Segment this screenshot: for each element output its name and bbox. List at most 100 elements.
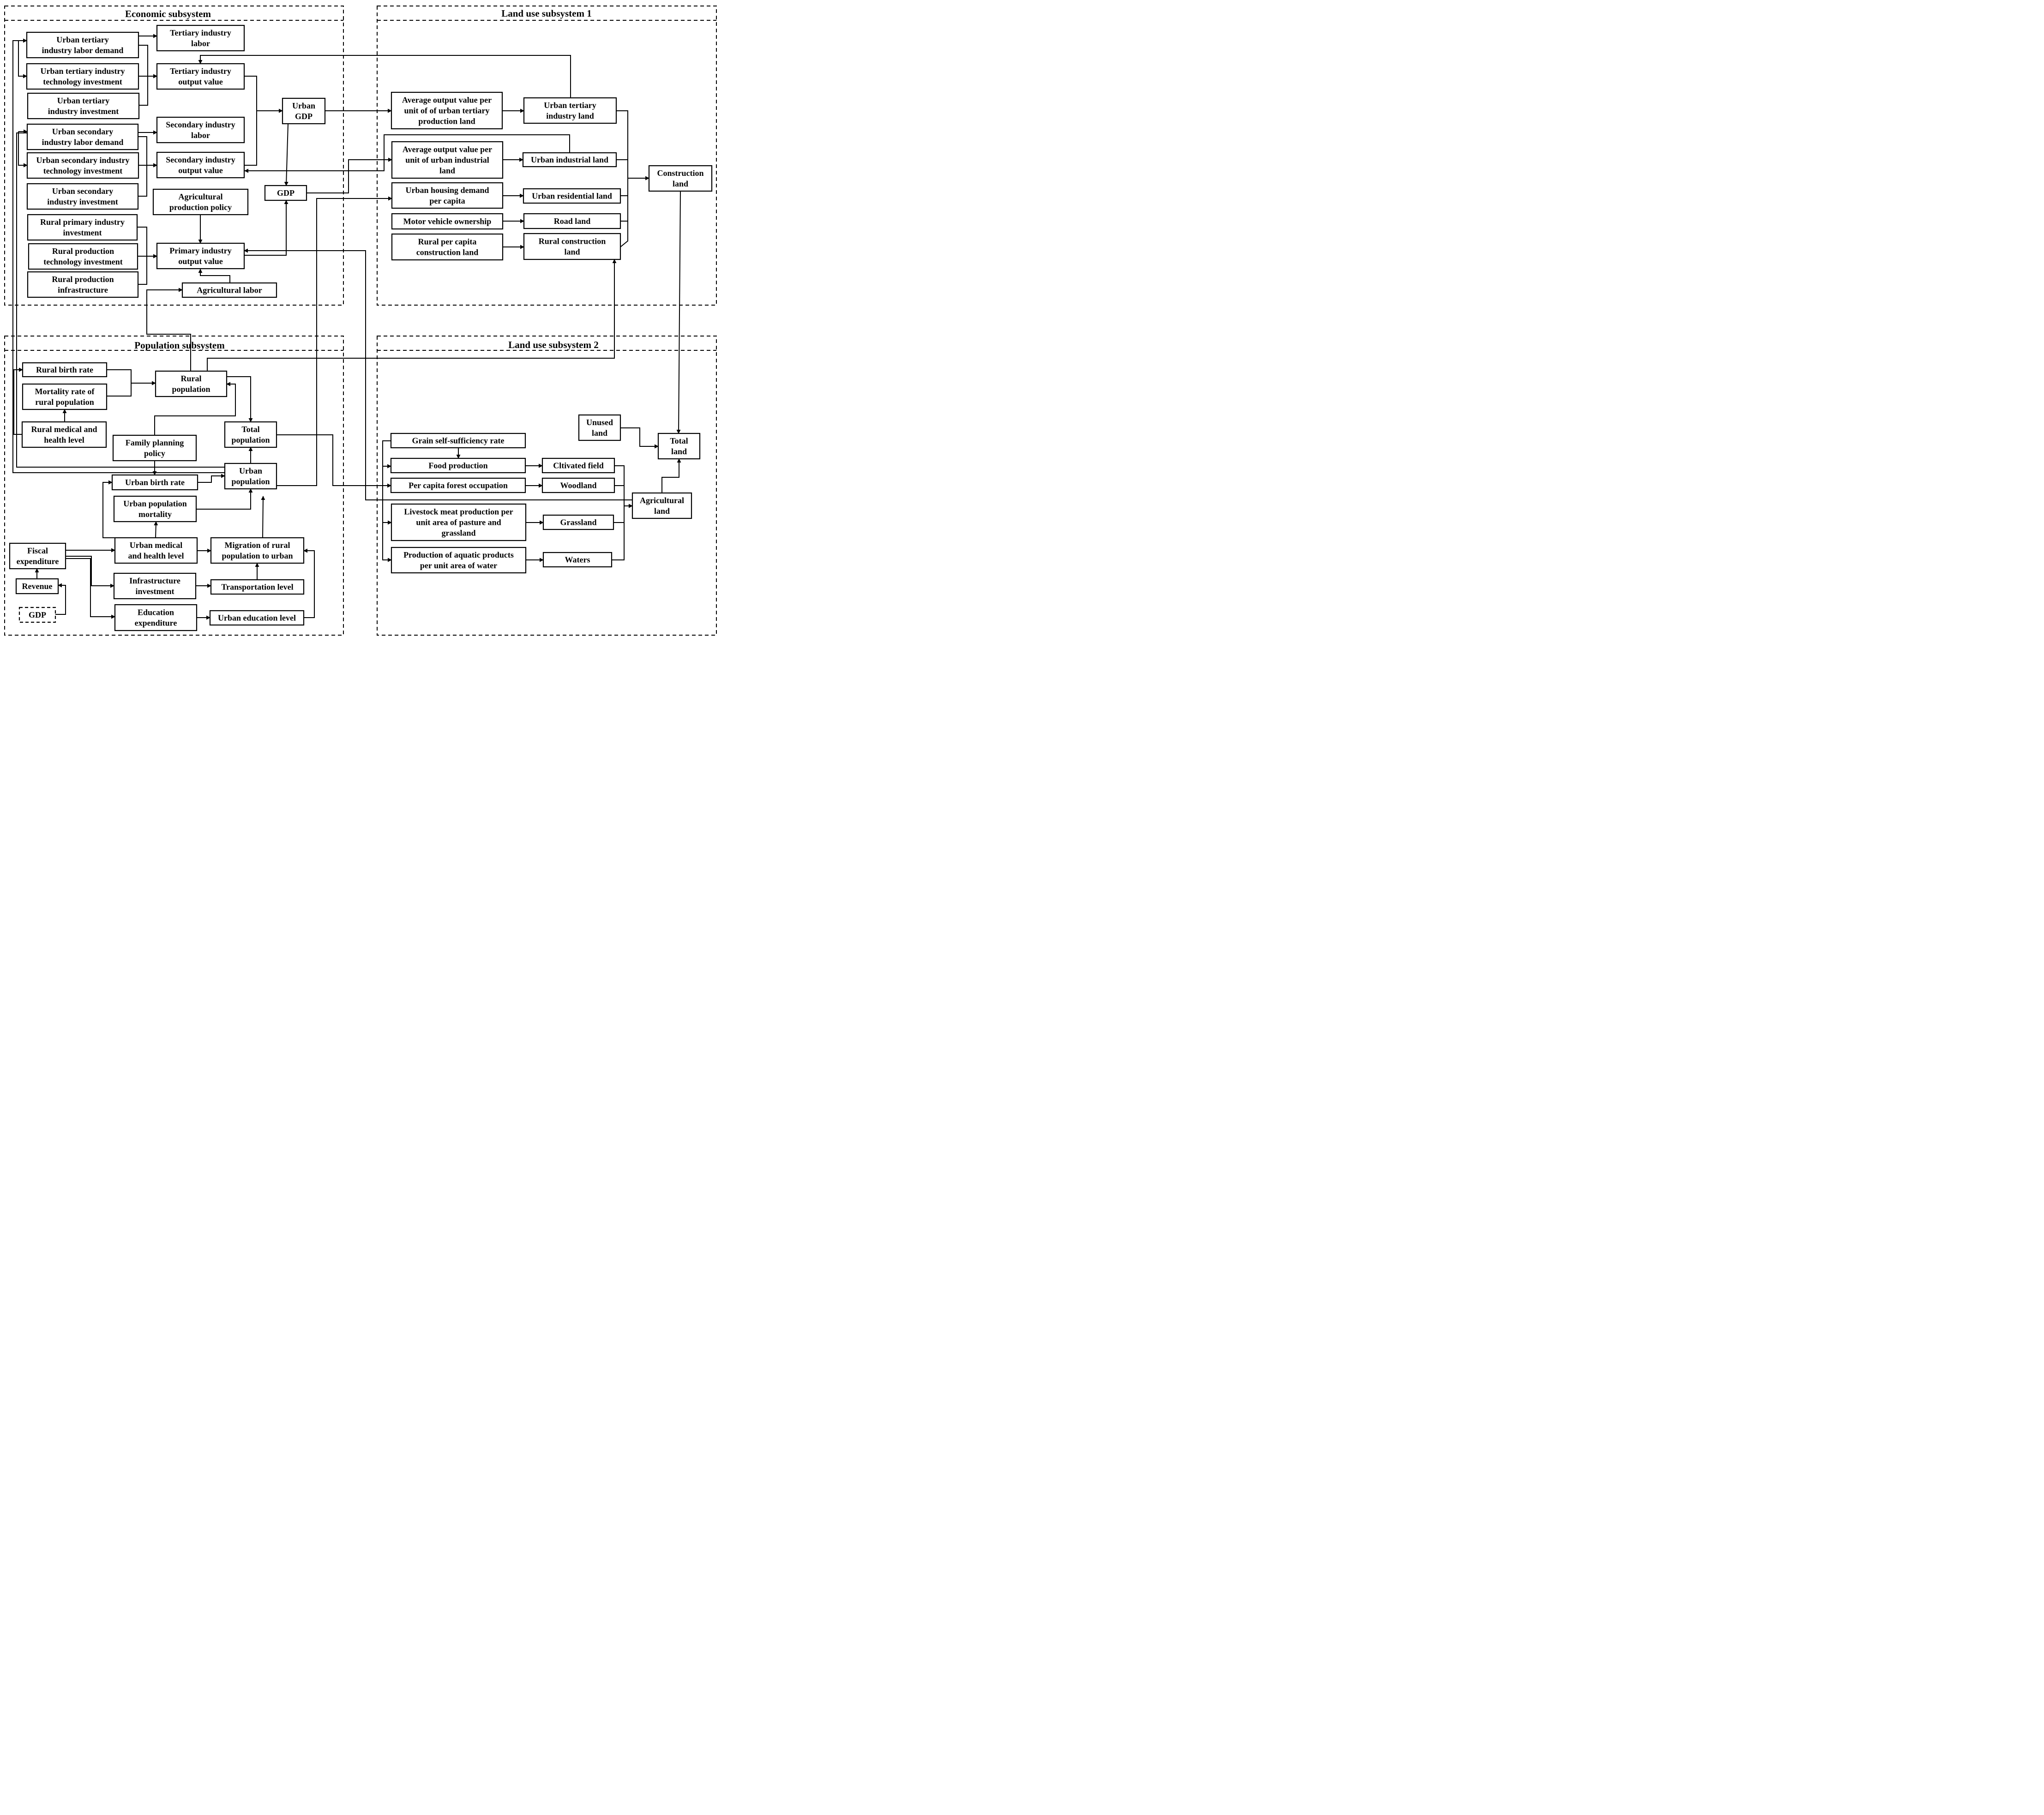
node-label: Urban tertiary bbox=[57, 96, 109, 105]
node-label: population to urban bbox=[222, 551, 293, 560]
land-use-subsystem-1-title: Land use subsystem 1 bbox=[501, 8, 591, 19]
connector-arrow bbox=[277, 434, 391, 488]
connectors bbox=[12, 34, 681, 620]
node-agri-policy: Agricultural production policy bbox=[152, 188, 249, 216]
node-waters: Waters bbox=[542, 552, 613, 568]
node-label: Rural construction bbox=[539, 237, 606, 246]
node-forest: Per capita forest occupation bbox=[390, 477, 526, 493]
node-label: Migration of rural bbox=[225, 541, 290, 550]
node-transport: Transportation level bbox=[210, 579, 305, 595]
connector-arrow bbox=[244, 111, 257, 166]
connector-arrow bbox=[138, 227, 147, 285]
node-label: Grain self-sufficiency rate bbox=[412, 436, 505, 445]
node-res-land: Urban residential land bbox=[523, 188, 621, 204]
node-label: land bbox=[439, 166, 455, 175]
connector-arrow bbox=[277, 196, 392, 486]
node-label: rural population bbox=[35, 397, 94, 407]
node-road-land: Road land bbox=[523, 213, 621, 229]
economic-subsystem-panel: Economic subsystem bbox=[4, 6, 344, 306]
node-label: technology investment bbox=[43, 166, 122, 175]
connector-arrow bbox=[198, 55, 571, 98]
node-label: output value bbox=[178, 166, 223, 175]
node-label: unit of of urban tertiary bbox=[404, 106, 490, 115]
node-label: Construction bbox=[657, 168, 703, 178]
node-label: Infrastructure bbox=[129, 576, 180, 585]
node-edu-exp: Education expenditure bbox=[114, 604, 198, 631]
node-label: Urban education level bbox=[218, 613, 296, 623]
node-label: population bbox=[231, 435, 270, 445]
node-label: grassland bbox=[441, 529, 475, 538]
node-rural-birth: Rural birth rate bbox=[22, 362, 108, 378]
node-label: Urban tertiary bbox=[544, 101, 596, 110]
node-label: population bbox=[172, 385, 210, 394]
node-label: Primary industry bbox=[169, 246, 232, 255]
connector-arrow bbox=[244, 200, 289, 256]
node-label: production policy bbox=[169, 203, 232, 212]
node-urban-birth: Urban birth rate bbox=[111, 474, 198, 491]
node-label: Waters bbox=[565, 555, 590, 565]
connector-arrow bbox=[616, 110, 628, 247]
population-subsystem-title: Population subsystem bbox=[134, 340, 225, 351]
connector-arrow bbox=[16, 132, 225, 468]
node-label: Rural bbox=[181, 374, 202, 383]
node-label: Urban secondary bbox=[52, 186, 114, 196]
node-label: Total bbox=[670, 436, 688, 445]
connector-arrow bbox=[107, 369, 156, 385]
connector-arrow bbox=[207, 259, 617, 371]
node-label: GDP bbox=[295, 112, 313, 121]
node-label: Agricultural labor bbox=[197, 286, 262, 295]
node-label: Transportation level bbox=[221, 583, 293, 592]
node-grain: Grain self-sufficiency rate bbox=[390, 433, 526, 449]
node-label: Road land bbox=[554, 216, 591, 226]
connector-arrow bbox=[138, 137, 147, 197]
node-label: Urban birth rate bbox=[125, 478, 185, 487]
connector-arrow bbox=[138, 136, 157, 168]
node-label: Production of aquatic products bbox=[403, 550, 514, 559]
connector-arrow bbox=[244, 76, 283, 113]
node-label: Secondary industry bbox=[166, 155, 235, 164]
connector-arrow bbox=[138, 45, 148, 106]
node-label: per unit area of water bbox=[420, 561, 497, 570]
connector-arrow bbox=[284, 123, 289, 186]
node-label: Education bbox=[138, 608, 174, 617]
connector-arrow bbox=[55, 583, 66, 615]
node-label: land bbox=[673, 179, 688, 188]
node-label: Agricultural bbox=[179, 192, 223, 201]
node-aquatic: Production of aquatic products per unit a… bbox=[391, 547, 527, 574]
node-label: expenditure bbox=[135, 619, 177, 628]
node-revenue: Revenue bbox=[15, 578, 59, 595]
node-label: Motor vehicle ownership bbox=[403, 217, 492, 226]
node-label: technology investment bbox=[43, 257, 122, 266]
node-label: Per capita forest occupation bbox=[409, 481, 508, 490]
node-food: Food production bbox=[390, 457, 526, 474]
node-label: Rural primary industry bbox=[40, 217, 125, 227]
node-motor: Motor vehicle ownership bbox=[391, 213, 504, 230]
node-label: per capita bbox=[429, 196, 465, 205]
node-label: Urban bbox=[239, 466, 262, 475]
node-label: Urban tertiary bbox=[56, 35, 108, 44]
connector-arrow bbox=[18, 132, 28, 168]
